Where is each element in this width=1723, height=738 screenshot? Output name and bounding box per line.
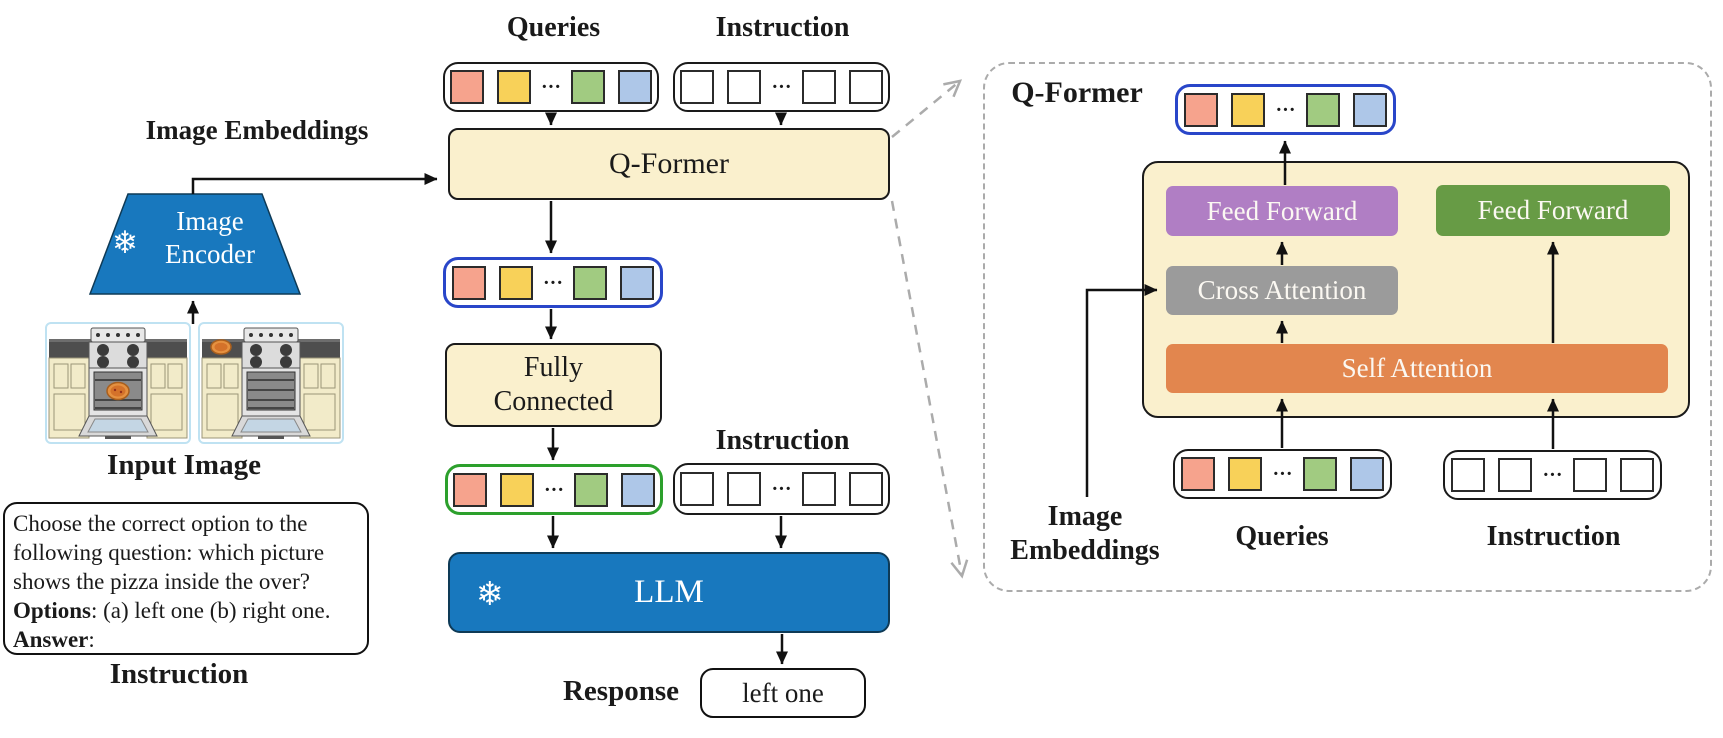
- response-box: left one: [700, 668, 866, 718]
- image-embeddings-label-detail: Image Embeddings: [1010, 501, 1160, 566]
- query-output-token-row-detail: ···: [1175, 84, 1396, 135]
- cross-attention-box: Cross Attention: [1166, 266, 1398, 315]
- llm-box: ❄ LLM: [448, 552, 890, 633]
- ellipsis: ···: [1275, 98, 1296, 121]
- ellipsis: ···: [771, 478, 792, 500]
- feed-forward-right-box: Feed Forward: [1436, 185, 1670, 236]
- instruction-token: [848, 472, 883, 506]
- image-encoder-block: ❄ Image Encoder: [88, 193, 302, 295]
- instruction-token-row-mid: ···: [673, 463, 890, 515]
- ellipsis: ···: [542, 271, 563, 294]
- instruction-token: [848, 70, 883, 104]
- query-token-red: [449, 70, 484, 104]
- query-token-yellow: [498, 265, 533, 300]
- self-attention-box: Self Attention: [1166, 344, 1668, 393]
- instruction-label-top: Instruction: [715, 12, 850, 43]
- queries-label-top: Queries: [506, 12, 601, 43]
- query-token-green: [1302, 457, 1337, 491]
- instruction-text-options: Options: (a) left one (b) right one.: [13, 598, 331, 623]
- instruction-token: [1619, 458, 1654, 492]
- instruction-label-detail: Instruction: [1486, 521, 1621, 552]
- ellipsis: ···: [1542, 464, 1563, 486]
- instruction-text-line1: Choose the correct option to the: [13, 511, 308, 536]
- instruction-token-row-detail: ···: [1443, 450, 1662, 500]
- instruction-token: [1498, 458, 1533, 492]
- query-token-green: [1305, 92, 1340, 127]
- instruction-prompt-box: Choose the correct option to the followi…: [3, 502, 369, 655]
- query-token-red: [1181, 457, 1216, 491]
- llm-label: LLM: [634, 574, 704, 610]
- qformer-detail-title: Q-Former: [1011, 76, 1143, 109]
- query-token-yellow: [499, 472, 534, 507]
- ellipsis: ···: [543, 478, 564, 501]
- instruction-token: [727, 70, 762, 104]
- dashed-arrow-qformer-zoom-top: [891, 79, 963, 138]
- input-image-label: Input Image: [107, 449, 261, 481]
- query-token-yellow: [1231, 92, 1266, 127]
- instruction-token: [801, 472, 836, 506]
- ellipsis: ···: [1272, 463, 1293, 485]
- instruction-token-row-top: ···: [673, 62, 890, 112]
- query-token-yellow: [1228, 457, 1263, 491]
- instruction-caption: Instruction: [109, 658, 249, 690]
- instruction-token: [680, 70, 715, 104]
- query-token-red: [452, 472, 487, 507]
- query-token-blue: [620, 265, 654, 300]
- ellipsis: ···: [771, 76, 792, 98]
- snowflake-icon: ❄: [112, 225, 138, 260]
- projected-token-row: ···: [445, 464, 663, 515]
- query-token-blue: [618, 70, 652, 104]
- queries-token-row-detail: ···: [1173, 449, 1392, 499]
- query-token-blue: [1349, 457, 1384, 491]
- query-token-red: [451, 265, 486, 300]
- fully-connected-box: Fully Connected: [445, 343, 662, 427]
- query-token-red: [1184, 92, 1219, 127]
- instruction-token: [1572, 458, 1607, 492]
- query-token-green: [573, 265, 607, 300]
- dashed-arrow-qformer-zoom-bottom: [890, 200, 969, 579]
- query-token-green: [571, 70, 605, 104]
- instruction-label-mid: Instruction: [715, 425, 850, 456]
- instruction-token: [801, 70, 836, 104]
- oven-pizza-on-counter-illustration: [198, 322, 344, 444]
- queries-token-row-top: ···: [443, 62, 659, 112]
- arrow-image-embeddings-to-qformer: [191, 173, 438, 194]
- query-token-blue: [621, 472, 655, 507]
- instruction-text-answer: Answer:: [13, 627, 95, 652]
- image-encoder-trapezoid: [88, 193, 302, 295]
- input-image-right: [198, 322, 344, 444]
- response-label: Response: [562, 675, 679, 707]
- instruction-token: [680, 472, 715, 506]
- instruction-token: [1451, 458, 1486, 492]
- image-encoder-label: Image Encoder: [165, 206, 255, 269]
- query-token-blue: [1352, 92, 1387, 127]
- query-output-token-row: ···: [443, 257, 663, 308]
- qformer-detail-panel: [983, 62, 1712, 592]
- instruction-token: [727, 472, 762, 506]
- ellipsis: ···: [540, 76, 561, 98]
- query-token-green: [574, 472, 608, 507]
- image-embeddings-label: Image Embeddings: [145, 115, 369, 145]
- instruction-text-line3: shows the pizza inside the over?: [13, 569, 310, 594]
- qformer-box: Q-Former: [448, 128, 890, 200]
- feed-forward-left-box: Feed Forward: [1166, 186, 1398, 236]
- snowflake-icon: ❄: [476, 577, 504, 613]
- query-token-yellow: [496, 70, 531, 104]
- instruction-text-line2: following question: which picture: [13, 540, 325, 565]
- oven-pizza-inside-illustration: [45, 322, 191, 444]
- queries-label-detail: Queries: [1235, 521, 1329, 552]
- input-image-left: [45, 322, 191, 444]
